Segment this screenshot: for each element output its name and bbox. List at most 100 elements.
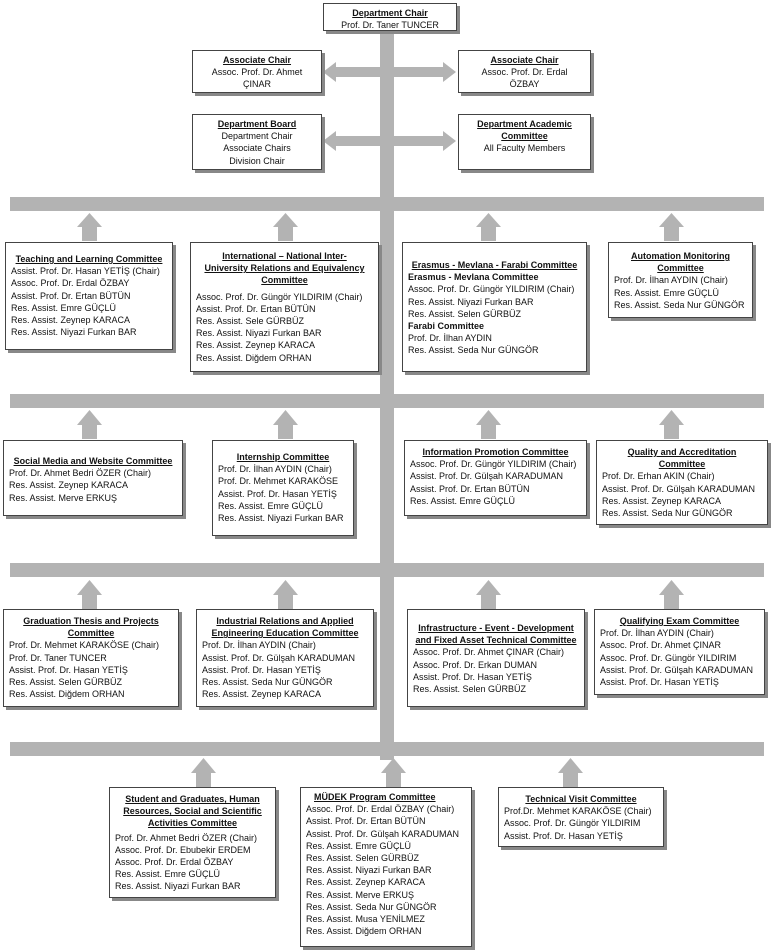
- box-title: Qualifying Exam Committee: [619, 616, 740, 626]
- member: Assoc. Prof. Dr. Erdal ÖZBAY: [11, 278, 130, 289]
- member: Assist. Prof. Dr. Hasan YETİŞ: [413, 671, 532, 682]
- member: Assist. Prof. Dr. Gülşah KARADUMAN: [202, 652, 356, 663]
- member: Res. Assist. Seda Nur GÜNGÖR: [408, 345, 539, 356]
- member: Assist. Prof. Dr. Gülşah KARADUMAN: [410, 471, 564, 482]
- box-title: Infrastructure - Event - Development and…: [415, 623, 577, 646]
- technical-visit-committee-box: Technical Visit Committee Prof.Dr. Mehme…: [498, 787, 664, 847]
- graduation-thesis-committee-box: Graduation Thesis and Projects Committee…: [3, 609, 179, 707]
- member: Prof. Dr. Ahmet Bedri ÖZER (Chair): [9, 468, 152, 479]
- box-line: ÇINAR: [242, 79, 271, 90]
- box-title: Department Chair: [352, 8, 428, 18]
- member: Assist. Prof. Dr. Hasan YETİŞ: [504, 830, 623, 841]
- member: Assoc. Prof. Dr. Erdal ÖZBAY: [115, 857, 234, 868]
- member: Assoc. Prof. Dr. Güngör YILDIRIM (Chair): [196, 291, 363, 302]
- member: Assist. Prof. Dr. Hasan YETİŞ: [600, 677, 719, 688]
- member: Res. Assist. Emre GÜÇLÜ: [11, 302, 117, 313]
- department-chair-box: Department Chair Prof. Dr. Taner TUNCER: [323, 3, 457, 31]
- department-academic-committee-box: Department Academic Committee All Facult…: [458, 114, 591, 170]
- member: Assist. Prof. Dr. Ertan BÜTÜN: [196, 303, 316, 314]
- member: Prof. Dr. İlhan AYDIN (Chair): [600, 628, 714, 639]
- member: Res. Assist. Diğdem ORHAN: [196, 352, 312, 363]
- member: Assoc. Prof. Dr. Güngör YILDIRIM (Chair): [410, 459, 577, 470]
- member: Assoc. Prof. Dr. Güngör YILDIRIM: [504, 818, 641, 829]
- erasmus-mevlana-farabi-committee-box: Erasmus - Mevlana - Farabi Committee Era…: [402, 242, 587, 372]
- social-media-website-committee-box: Social Media and Website Committee Prof.…: [3, 440, 183, 516]
- box-title: Social Media and Website Committee: [13, 456, 173, 466]
- member: Res. Assist. Niyazi Furkan BAR: [218, 513, 344, 524]
- member: Res. Assist. Selen GÜRBÜZ: [9, 677, 123, 688]
- subcommittee-title: Farabi Committee: [408, 321, 485, 332]
- box-title: Internship Committee: [236, 452, 330, 462]
- member: Assist. Prof. Dr. Ertan BÜTÜN: [11, 290, 131, 301]
- member: Prof. Dr. Ahmet Bedri ÖZER (Chair): [115, 832, 258, 843]
- box-title: International – National Inter-Universit…: [204, 251, 365, 286]
- internship-committee-box: Internship Committee Prof. Dr. İlhan AYD…: [212, 440, 354, 536]
- member: Res. Assist. Zeynep KARACA: [602, 495, 722, 506]
- member: Assist. Prof. Dr. Hasan YETİŞ: [202, 664, 321, 675]
- member: Res. Assist. Niyazi Furkan BAR: [306, 865, 432, 876]
- member: Res. Assist. Seda Nur GÜNGÖR: [202, 677, 333, 688]
- member: Assist. Prof. Dr. Hasan YETİŞ (Chair): [11, 266, 160, 277]
- associate-chair-right-box: Associate Chair Assoc. Prof. Dr. Erdal Ö…: [458, 50, 591, 93]
- horizontal-bus-4: [10, 742, 764, 756]
- member: Res. Assist. Zeynep KARACA: [202, 689, 322, 700]
- member: Res. Assist. Zeynep KARACA: [9, 480, 129, 491]
- horizontal-bus-1: [10, 197, 764, 211]
- box-title: Automation Monitoring Committee: [631, 251, 730, 274]
- member: Assist. Prof. Dr. Gülşah KARADUMAN: [602, 483, 756, 494]
- member: Res. Assist. Emre GÜÇLÜ: [410, 495, 516, 506]
- member: Assist. Prof. Dr. Hasan YETİŞ: [9, 664, 128, 675]
- box-title: Quality and Accreditation Committee: [627, 447, 737, 470]
- member: Assist. Prof. Dr. Ertan BÜTÜN: [306, 816, 426, 827]
- member: Prof. Dr. İlhan AYDIN: [408, 333, 492, 344]
- quality-accreditation-committee-box: Quality and Accreditation Committee Prof…: [596, 440, 768, 525]
- member: Res. Assist. Niyazi Furkan BAR: [196, 328, 322, 339]
- member: Res. Assist. Emre GÜÇLÜ: [115, 869, 221, 880]
- member: Assist. Prof. Dr. Ertan BÜTÜN: [410, 483, 530, 494]
- box-line: Associate Chairs: [223, 143, 291, 154]
- member: Assoc. Prof. Dr. Ahmet ÇINAR (Chair): [413, 647, 565, 658]
- associate-chair-left-box: Associate Chair Assoc. Prof. Dr. Ahmet Ç…: [192, 50, 322, 93]
- member: Res. Assist. Zeynep KARACA: [196, 340, 316, 351]
- member: Prof. Dr. Mehmet KARAKÖSE: [218, 476, 339, 487]
- member: Prof. Dr. İlhan AYDIN (Chair): [202, 640, 316, 651]
- member: Res. Assist. Seda Nur GÜNGÖR: [614, 299, 745, 310]
- member: Assoc. Prof. Dr. Güngör YILDIRIM: [600, 652, 737, 663]
- member: Prof. Dr. Taner TUNCER: [9, 652, 107, 663]
- qualifying-exam-committee-box: Qualifying Exam Committee Prof. Dr. İlha…: [594, 609, 765, 695]
- member: Res. Assist. Seda Nur GÜNGÖR: [306, 901, 437, 912]
- member: Res. Assist. Selen GÜRBÜZ: [413, 684, 527, 695]
- department-board-box: Department Board Department Chair Associ…: [192, 114, 322, 170]
- member: Assoc. Prof. Dr. Ebubekir ERDEM: [115, 844, 251, 855]
- box-title: Department Academic Committee: [477, 119, 572, 142]
- student-graduates-committee-box: Student and Graduates, Human Resources, …: [109, 787, 276, 898]
- member: Res. Assist. Emre GÜÇLÜ: [306, 840, 412, 851]
- information-promotion-committee-box: Information Promotion Committee Assoc. P…: [404, 440, 587, 516]
- industrial-relations-committee-box: Industrial Relations and Applied Enginee…: [196, 609, 374, 707]
- automation-monitoring-committee-box: Automation Monitoring Committee Prof. Dr…: [608, 242, 753, 318]
- box-title: Department Board: [217, 119, 297, 129]
- box-title: Erasmus - Mevlana - Farabi Committee: [411, 260, 578, 270]
- mudek-program-committee-box: MÜDEK Program Committee Assoc. Prof. Dr.…: [300, 787, 472, 947]
- box-title: Student and Graduates, Human Resources, …: [123, 794, 262, 829]
- member: Prof.Dr. Mehmet KARAKÖSE (Chair): [504, 806, 652, 817]
- box-line: Department Chair: [221, 131, 293, 142]
- member: Res. Assist. Niyazi Furkan BAR: [408, 296, 534, 307]
- member: Assist. Prof. Dr. Gülşah KARADUMAN: [306, 828, 460, 839]
- member: Prof. Dr. Mehmet KARAKÖSE (Chair): [9, 640, 160, 651]
- box-title: Technical Visit Committee: [525, 794, 637, 804]
- box-title: MÜDEK Program Committee: [314, 792, 436, 802]
- box-title: Information Promotion Committee: [422, 447, 569, 457]
- member: Res. Assist. Emre GÜÇLÜ: [614, 287, 720, 298]
- member: Res. Assist. Niyazi Furkan BAR: [115, 881, 241, 892]
- member: Prof. Dr. İlhan AYDIN (Chair): [218, 464, 332, 475]
- box-line: All Faculty Members: [483, 143, 566, 154]
- member: Res. Assist. Sele GÜRBÜZ: [196, 316, 305, 327]
- horizontal-bus-2: [10, 394, 764, 408]
- member: Assist. Prof. Dr. Hasan YETİŞ: [218, 488, 337, 499]
- box-line: Division Chair: [229, 155, 285, 166]
- subcommittee-title: Erasmus - Mevlana Committee: [408, 272, 539, 283]
- member: Res. Assist. Emre GÜÇLÜ: [218, 500, 324, 511]
- box-line: Prof. Dr. Taner TUNCER: [341, 20, 439, 31]
- member: Res. Assist. Merve ERKUŞ: [9, 492, 118, 503]
